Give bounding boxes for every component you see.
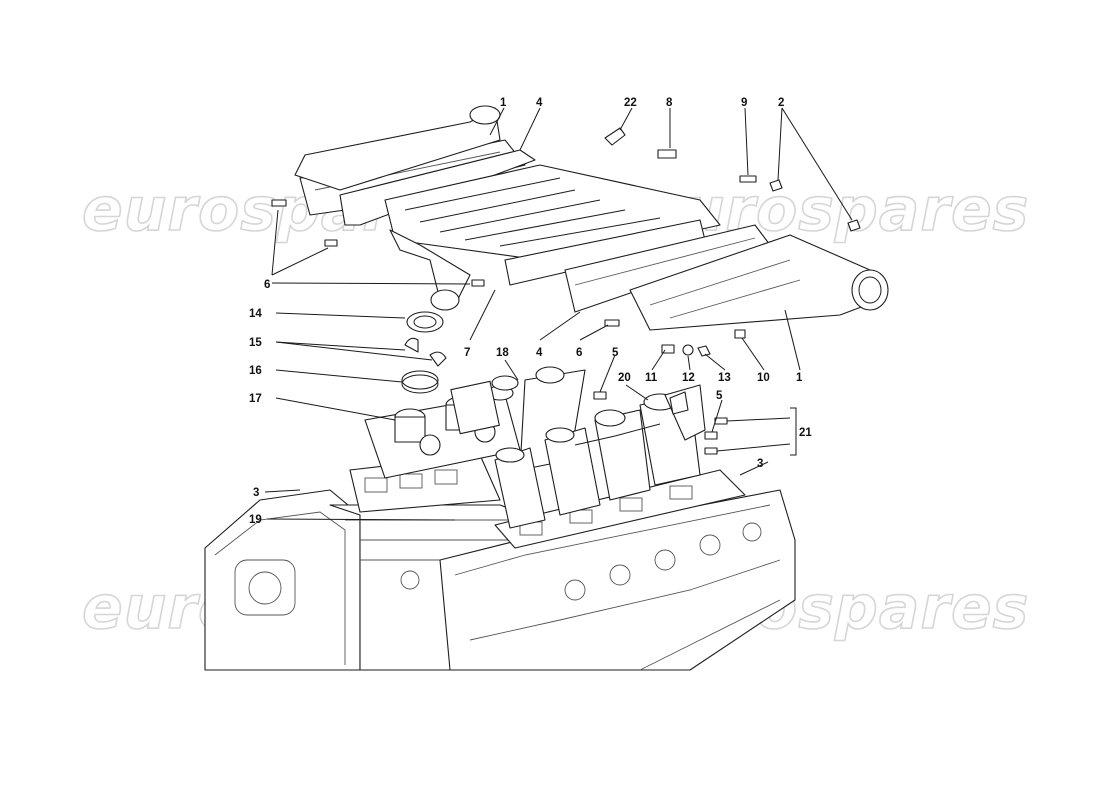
leader-lines (264, 107, 853, 521)
bolt-21a (714, 417, 728, 425)
callout-15: 15 (249, 337, 262, 349)
plug-10 (734, 329, 746, 339)
callout-14: 14 (249, 308, 262, 320)
washer-12 (682, 344, 694, 356)
engine-block (204, 489, 796, 671)
intake-cover-right (629, 234, 889, 331)
callout-12: 12 (682, 372, 695, 384)
callout-2: 2 (778, 97, 784, 109)
callout-17: 17 (249, 393, 262, 405)
callout-10: 10 (757, 372, 770, 384)
callout-16: 16 (249, 365, 262, 377)
bolt-6b (324, 239, 338, 247)
clamp-15 (404, 337, 447, 367)
callout-20: 20 (618, 372, 631, 384)
intake-cover-left (294, 105, 501, 191)
callout-19: 19 (249, 514, 262, 526)
callout-18: 18 (496, 347, 509, 359)
callout-6: 6 (576, 347, 582, 359)
callout-4: 4 (536, 347, 543, 359)
stud-8 (657, 149, 677, 159)
bolt-21b (704, 447, 718, 455)
callout-5: 5 (612, 347, 619, 359)
callout-9: 9 (741, 97, 747, 109)
bolt-6a (271, 199, 287, 207)
callout-1: 1 (796, 372, 803, 384)
nut-2a (769, 179, 783, 192)
callout-7: 7 (464, 347, 470, 359)
callout-8: 8 (666, 97, 673, 109)
throttle-bodies-right (450, 366, 706, 529)
bolt-6d (604, 319, 620, 327)
intake-manifold (384, 164, 721, 311)
callout-5: 5 (716, 390, 723, 402)
stud-9 (739, 175, 757, 183)
stud-5b (704, 431, 718, 440)
hardware (271, 127, 861, 455)
nut-2b (847, 219, 861, 232)
stud-11 (661, 344, 675, 354)
nut-13 (697, 345, 711, 357)
seal-ring-14 (406, 311, 444, 333)
stud-5a (593, 391, 607, 400)
callout-11: 11 (645, 372, 658, 384)
callout-6: 6 (264, 279, 270, 291)
callout-4: 4 (536, 97, 543, 109)
callout-3: 3 (757, 458, 763, 470)
callout-22: 22 (624, 97, 637, 109)
callout-21: 21 (799, 427, 812, 439)
callout-3: 3 (253, 487, 259, 499)
bolt-6c (471, 279, 485, 287)
callout-1: 1 (500, 97, 507, 109)
callout-labels: 1 4 22 8 9 2 6 14 15 16 17 7 4 6 5 18 20… (249, 97, 812, 526)
fitting-22 (604, 127, 626, 146)
sleeve-16 (401, 370, 439, 394)
bracket-20 (669, 391, 689, 415)
callout-13: 13 (718, 372, 731, 384)
